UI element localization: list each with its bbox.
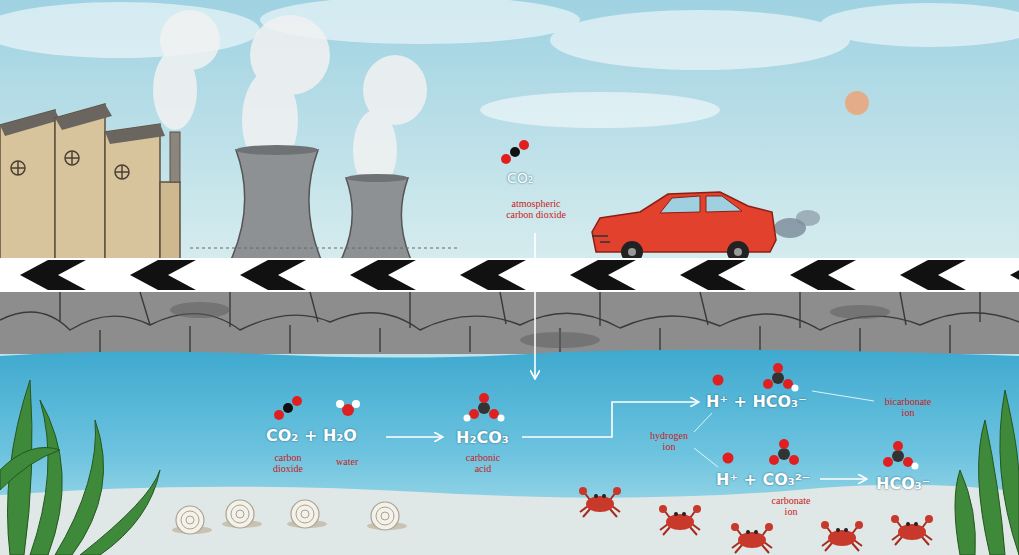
species-name: hydrogen ion xyxy=(646,430,692,452)
formula-label: H₂CO₃ xyxy=(456,428,509,447)
formula-label: H⁺ + HCO₃⁻ xyxy=(706,392,807,411)
factory xyxy=(0,104,180,262)
sun xyxy=(845,91,869,115)
car xyxy=(592,192,820,263)
formula-label: CO₂ xyxy=(507,170,533,187)
species-name: carbon dioxide xyxy=(264,452,312,474)
species-name: carbonic acid xyxy=(462,452,504,474)
seaweed xyxy=(0,380,1019,555)
species-name: atmospheric carbon dioxide xyxy=(500,198,572,220)
leader-lines xyxy=(694,391,874,467)
species-name: carbonate ion xyxy=(768,495,814,517)
formula-label: CO₂ + H₂O xyxy=(266,426,357,445)
molecules xyxy=(274,140,919,470)
rock-wall xyxy=(0,292,1019,354)
species-name: water xyxy=(336,456,358,467)
sea-floor xyxy=(0,485,1019,555)
cooling-towers xyxy=(190,145,460,262)
road-chevrons xyxy=(0,258,1019,292)
reaction-arrows xyxy=(386,233,866,479)
clouds xyxy=(0,0,1019,128)
formula-label: H⁺ + CO₃²⁻ xyxy=(716,470,810,489)
snails xyxy=(172,500,407,534)
sea-water xyxy=(0,350,1019,555)
crabs xyxy=(579,487,933,553)
species-name: bicarbonate ion xyxy=(878,396,938,418)
formula-label: HCO₃⁻ xyxy=(876,474,930,493)
